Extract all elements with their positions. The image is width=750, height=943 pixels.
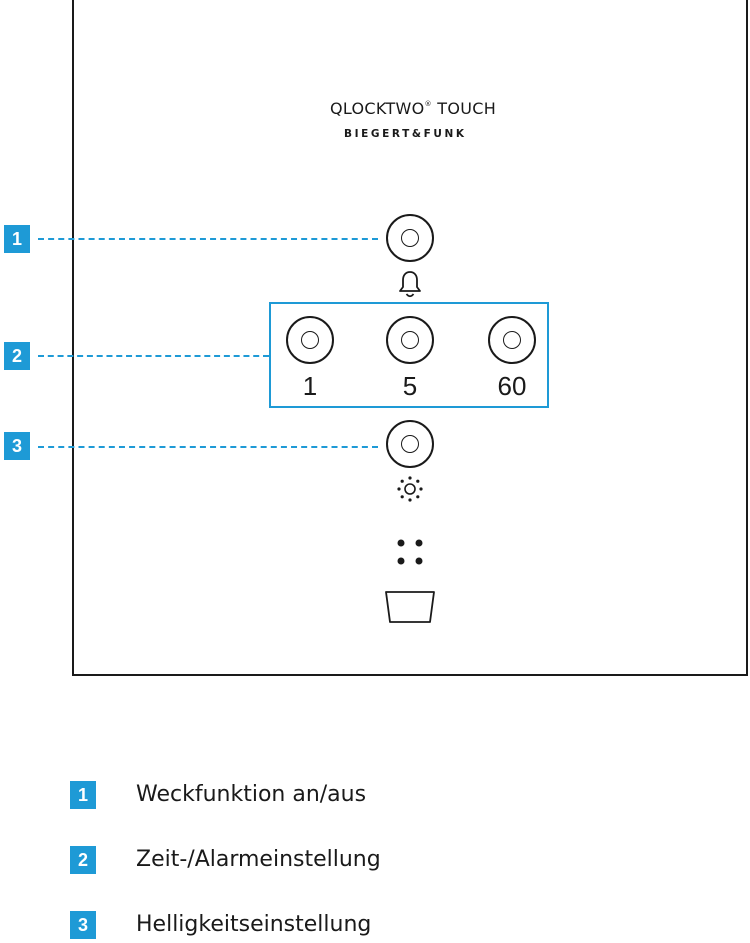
legend-badge-3: 3 bbox=[70, 911, 96, 939]
callout-badge-2: 2 bbox=[4, 342, 30, 370]
dots-icon bbox=[397, 539, 423, 565]
legend-text-1: Weckfunktion an/aus bbox=[136, 782, 367, 807]
brand-title: QLOCKTWO® TOUCH bbox=[330, 99, 497, 118]
legend-badge-2: 2 bbox=[70, 846, 96, 874]
device-frame bbox=[72, 0, 748, 676]
usb-port-icon bbox=[385, 591, 435, 623]
time-label-1: 1 bbox=[302, 371, 318, 401]
time-label-60: 60 bbox=[497, 371, 527, 401]
legend-text-3: Helligkeitseinstellung bbox=[136, 912, 372, 937]
time-button-5[interactable] bbox=[386, 316, 434, 364]
alarm-button[interactable] bbox=[386, 214, 434, 262]
brand-subtitle: BIEGERT&FUNK bbox=[344, 128, 467, 140]
time-button-60[interactable] bbox=[488, 316, 536, 364]
time-setting-group bbox=[269, 302, 549, 408]
brightness-button[interactable] bbox=[386, 420, 434, 468]
legend-text-2: Zeit-/Alarmeinstellung bbox=[136, 847, 381, 872]
bell-icon bbox=[399, 271, 421, 298]
legend-badge-1: 1 bbox=[70, 781, 96, 809]
callout-badge-1: 1 bbox=[4, 225, 30, 253]
sun-icon bbox=[397, 476, 423, 502]
callout-line-1 bbox=[38, 238, 378, 240]
callout-badge-3: 3 bbox=[4, 432, 30, 460]
callout-line-3 bbox=[38, 446, 378, 448]
time-button-1[interactable] bbox=[286, 316, 334, 364]
callout-line-2 bbox=[38, 355, 269, 357]
time-label-5: 5 bbox=[402, 371, 418, 401]
